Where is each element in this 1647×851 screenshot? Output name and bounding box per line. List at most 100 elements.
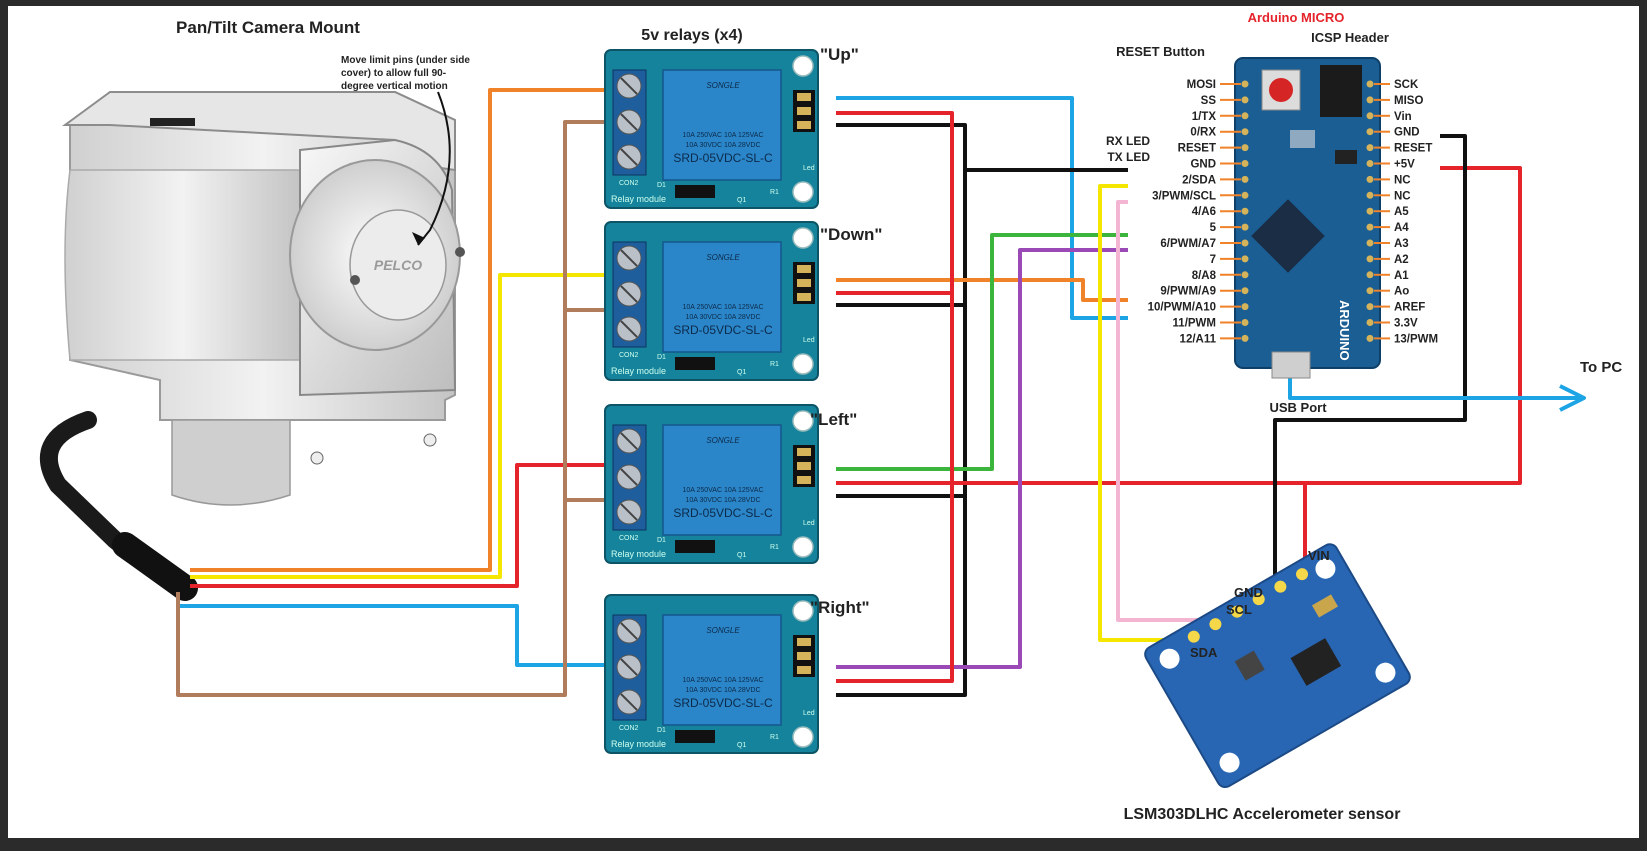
relay-module: SONGLE 10A 250VAC 10A 125VAC 10A 30VDC 10A… — [604, 221, 819, 381]
sensor-title: LSM303DLHC Accelerometer sensor — [1124, 806, 1401, 823]
wire-purple-right — [836, 248, 1128, 669]
arduino-pin-left: 11/PWM — [1173, 318, 1216, 330]
relay-rating-2: 10A 30VDC 10A 28VDC — [685, 497, 760, 504]
arduino-pin-right: NC — [1394, 174, 1411, 186]
relay-con-label: CON2 — [619, 535, 639, 542]
arduino-pin-left: GND — [1190, 159, 1216, 171]
relay-q-label: Q1 — [737, 742, 746, 749]
wire-yellow-camera — [190, 273, 620, 579]
relay-d-label: D1 — [657, 537, 666, 544]
sensor-pin-scl: SCL — [1226, 602, 1252, 617]
relay-module-label: Relay module — [611, 549, 666, 559]
relay-label: "Left" — [810, 410, 857, 429]
icsp-header-label: ICSP Header — [1311, 30, 1389, 45]
arduino-pin-right: Ao — [1394, 286, 1409, 298]
arduino-pin-right: MISO — [1394, 95, 1423, 107]
note-line: cover) to allow full 90- — [341, 68, 446, 79]
relay-con-label: CON2 — [619, 725, 639, 732]
relay-q-label: Q1 — [737, 197, 746, 204]
relay-model: SRD-05VDC-SL-C — [673, 696, 773, 710]
relay-brand: SONGLE — [706, 626, 740, 635]
relay-rating-1: 10A 250VAC 10A 125VAC — [682, 304, 763, 311]
arduino-pin-right: NC — [1394, 190, 1411, 202]
relay-con-label: CON2 — [619, 352, 639, 359]
reset-button-label: RESET Button — [1116, 44, 1205, 59]
relay-rating-1: 10A 250VAC 10A 125VAC — [682, 132, 763, 139]
relay-label: "Right" — [810, 598, 870, 617]
relay-rating-1: 10A 250VAC 10A 125VAC — [682, 677, 763, 684]
note-line: degree vertical motion — [341, 81, 448, 92]
arduino-pin-left: 6/PWM/A7 — [1160, 238, 1216, 250]
arduino-pin-right: Vin — [1394, 111, 1412, 123]
relay-con-label: CON2 — [619, 180, 639, 187]
tx-led-label: TX LED — [1107, 150, 1150, 164]
camera-title: Pan/Tilt Camera Mount — [176, 18, 360, 37]
arduino-pin-right: A2 — [1394, 254, 1409, 266]
relay-d-label: D1 — [657, 354, 666, 361]
arduino-pin-left: 12/A11 — [1180, 333, 1217, 345]
arduino-pin-left: 7 — [1210, 254, 1216, 266]
arduino-pin-left: 5 — [1210, 222, 1217, 234]
arduino-pin-left: 2/SDA — [1182, 174, 1216, 186]
relay-module-label: Relay module — [611, 194, 666, 204]
relay-led-label: Led — [803, 165, 815, 172]
arduino-pin-left: 9/PWM/A9 — [1160, 286, 1216, 298]
relay-led-label: Led — [803, 337, 815, 344]
arduino-board-text: ARDUINO — [1337, 300, 1352, 361]
sensor-pin-gnd: GND — [1234, 585, 1263, 600]
relay-q-label: Q1 — [737, 369, 746, 376]
arduino-pin-right: +5V — [1394, 159, 1415, 171]
to-pc-label: To PC — [1580, 359, 1622, 376]
relays-group: SONGLE 10A 250VAC 10A 125VAC 10A 30VDC 10A… — [604, 45, 882, 754]
relay-module: SONGLE 10A 250VAC 10A 125VAC 10A 30VDC 10A… — [604, 404, 819, 564]
relay-label: "Down" — [820, 225, 882, 244]
arduino-pin-right: GND — [1394, 127, 1420, 139]
wire-red-right — [836, 113, 954, 683]
arduino-pin-right: A3 — [1394, 238, 1409, 250]
arduino-pin-right: A5 — [1394, 206, 1409, 218]
relay-rating-1: 10A 250VAC 10A 125VAC — [682, 487, 763, 494]
relay-module-label: Relay module — [611, 366, 666, 376]
relay-r-label: R1 — [770, 734, 779, 741]
relays-header: 5v relays (x4) — [641, 27, 742, 44]
relay-r-label: R1 — [770, 189, 779, 196]
relay-model: SRD-05VDC-SL-C — [673, 151, 773, 165]
arduino-title: Arduino MICRO — [1248, 10, 1345, 25]
wire-orange-camera — [190, 88, 604, 572]
relay-rating-2: 10A 30VDC 10A 28VDC — [685, 687, 760, 694]
relay-rating-2: 10A 30VDC 10A 28VDC — [685, 314, 760, 321]
arduino-pin-right: SCK — [1394, 79, 1419, 91]
arduino-pin-right: A1 — [1394, 270, 1409, 282]
relay-rating-2: 10A 30VDC 10A 28VDC — [685, 142, 760, 149]
relay-r-label: R1 — [770, 361, 779, 368]
camera-mount-illustration: PELCO — [40, 91, 465, 601]
relay-brand: SONGLE — [706, 436, 740, 445]
arduino-pin-left: 4/A6 — [1192, 206, 1216, 218]
relay-module: SONGLE 10A 250VAC 10A 125VAC 10A 30VDC 10A… — [604, 49, 819, 209]
relay-module-label: Relay module — [611, 739, 666, 749]
usb-port-label: USB Port — [1269, 400, 1327, 415]
relay-brand: SONGLE — [706, 253, 740, 262]
relay-brand: SONGLE — [706, 81, 740, 90]
relay-d-label: D1 — [657, 182, 666, 189]
arduino-pin-left: 0/RX — [1190, 127, 1216, 139]
relay-d-label: D1 — [657, 727, 666, 734]
relay-r-label: R1 — [770, 544, 779, 551]
relay-led-label: Led — [803, 710, 815, 717]
arduino-pin-right: 13/PWM — [1394, 333, 1438, 345]
arduino-pin-labels: MOSISS1/TX0/RXRESETGND2/SDA3/PWM/SCL4/A6… — [1148, 79, 1438, 345]
relay-q-label: Q1 — [737, 552, 746, 559]
arduino-pin-left: 3/PWM/SCL — [1152, 190, 1216, 202]
arduino-pin-right: RESET — [1394, 143, 1432, 155]
arduino-pin-right: A4 — [1394, 222, 1409, 234]
sensor-pin-sda: SDA — [1190, 645, 1218, 660]
camera-brand-label: PELCO — [374, 257, 422, 273]
arduino-pin-left: MOSI — [1187, 79, 1216, 91]
arduino-pin-left: RESET — [1178, 143, 1216, 155]
arduino-pin-left: 10/PWM/A10 — [1148, 302, 1216, 314]
relay-model: SRD-05VDC-SL-C — [673, 323, 773, 337]
arduino-pin-left: 8/A8 — [1192, 270, 1217, 282]
arduino-pin-left: 1/TX — [1192, 111, 1217, 123]
